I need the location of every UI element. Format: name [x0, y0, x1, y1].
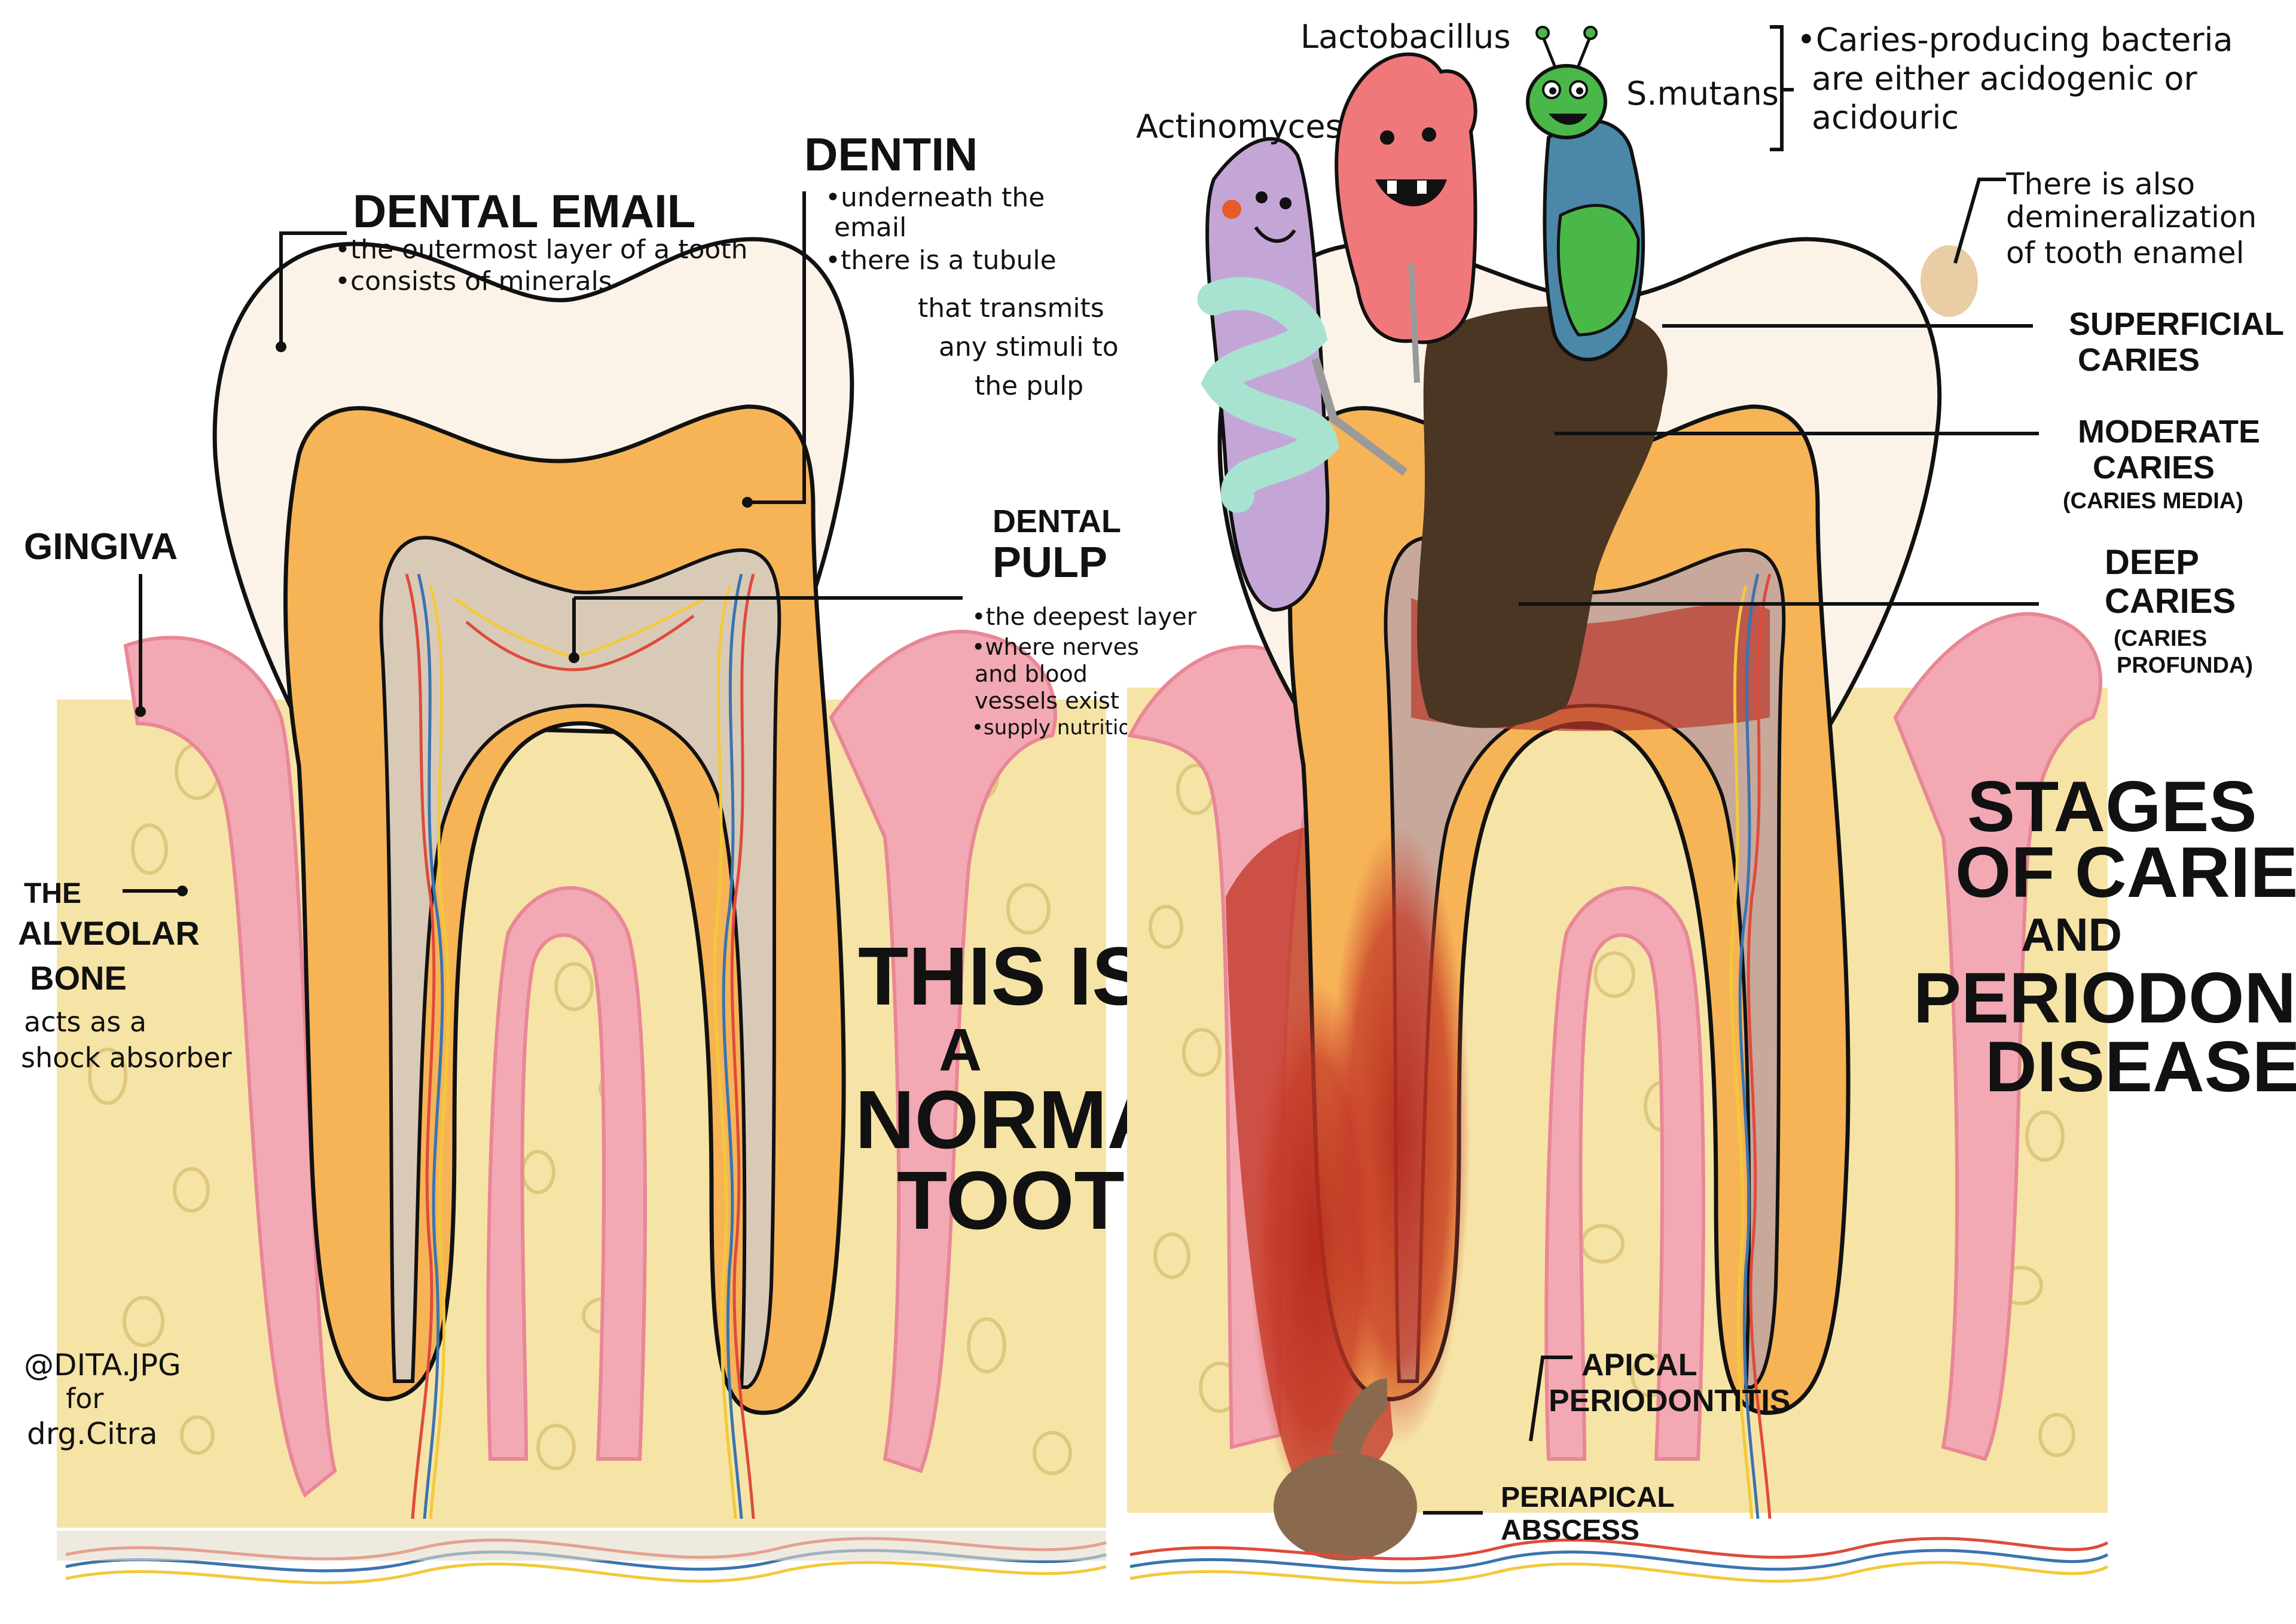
- dental-pulp-title2: PULP: [993, 539, 1107, 587]
- actinomyces-bacterium: [1197, 137, 1408, 612]
- periapical-abscess: [1274, 1453, 1417, 1561]
- demineralization-line3: of tooth enamel: [2006, 236, 2245, 270]
- dental-email-line2: •consists of minerals: [335, 266, 612, 297]
- lactobacillus-label: Lactobacillus: [1300, 18, 1511, 56]
- dentin-line6: the pulp: [975, 371, 1083, 401]
- alveolar-line2: ALVEOLAR: [18, 914, 200, 952]
- deep-caries-line3: (CARIES: [2114, 626, 2207, 651]
- dental-email-line1: •the outermost layer of a tooth: [335, 234, 748, 265]
- deep-caries-line1: DEEP: [2105, 543, 2199, 582]
- right-leader-lines: [1423, 25, 2039, 1515]
- alveolar-line1: THE: [24, 878, 81, 909]
- deep-caries-line2: CARIES: [2105, 582, 2236, 621]
- stages-title-line4: PERIODONTAL: [1913, 958, 2296, 1038]
- dentin-line4: that transmits: [918, 293, 1104, 323]
- normal-title-line2: A: [939, 1016, 982, 1083]
- demineralized-spot: [1921, 245, 1978, 317]
- stages-title-line1: STAGES: [1967, 767, 2257, 847]
- lactobacillus-bacterium: [1335, 52, 1477, 383]
- periapical-abscess-line2: ABSCESS: [1501, 1515, 1639, 1546]
- dental-pulp-title1: DENTAL: [993, 503, 1121, 539]
- dental-email-title: DENTAL EMAIL: [353, 185, 695, 237]
- dentin-line3: •there is a tubule: [825, 245, 1057, 276]
- normal-title-line1: THIS IS: [858, 930, 1147, 1022]
- credit-line2: for: [66, 1382, 103, 1415]
- moderate-caries-line2: CARIES: [2093, 450, 2215, 486]
- dentin-line5: any stimuli to: [939, 332, 1119, 362]
- actinomyces-label: Actinomyces: [1136, 108, 1342, 145]
- superficial-caries-line1: SUPERFICIAL: [2069, 306, 2284, 342]
- moderate-caries-line3: (CARIES MEDIA): [2063, 489, 2243, 514]
- dental-pulp-line3: and blood: [975, 661, 1088, 687]
- dental-pulp-line5: •supply nutrition: [972, 716, 1144, 740]
- caries-cavity: [1417, 306, 1668, 728]
- bacteria-note-line3: acidouric: [1812, 99, 1959, 136]
- stages-title-line5: DISEASE: [1985, 1027, 2296, 1107]
- dentin-line1: •underneath the: [825, 182, 1045, 213]
- gingiva: [123, 636, 337, 1498]
- dental-pulp: [379, 536, 781, 1389]
- dentin-title: DENTIN: [804, 128, 978, 181]
- left-leader-lines: [123, 191, 963, 893]
- credit-line1: @DITA.JPG: [24, 1348, 181, 1382]
- stages-title-line2: OF CARIES: [1955, 832, 2296, 912]
- alveolar-line4: acts as a: [24, 1006, 146, 1038]
- demineralization-line2: demineralization: [2006, 200, 2257, 234]
- carious-tooth-illustration: [1127, 237, 2109, 1585]
- stages-title-line3: AND: [2021, 908, 2122, 961]
- dentin-line2: email: [834, 212, 906, 243]
- gingiva-label: GINGIVA: [24, 526, 178, 567]
- bacteria-note-line2: are either acidogenic or: [1812, 60, 2197, 97]
- alveolar-line3: BONE: [30, 959, 127, 997]
- demineralization-line1: There is also: [2005, 167, 2195, 202]
- moderate-caries-line1: MODERATE: [2078, 414, 2260, 450]
- normal-tooth-illustration: [57, 237, 1107, 1585]
- s-mutans-bacterium: [1526, 26, 1645, 362]
- deep-caries-line4: PROFUNDA): [2117, 653, 2253, 678]
- dental-pulp-line1: •the deepest layer: [972, 603, 1197, 631]
- apical-periodontitis-line2: PERIODONTITIS: [1549, 1384, 1790, 1418]
- superficial-caries-line2: CARIES: [2078, 342, 2200, 378]
- s-mutans-label: S.mutans: [1626, 75, 1779, 112]
- credit-line3: drg.Citra: [27, 1417, 158, 1451]
- dental-pulp-line4: vessels exist: [975, 688, 1119, 714]
- alveolar-line5: shock absorber: [21, 1042, 232, 1074]
- bacteria-note-line1: •Caries-producing bacteria: [1797, 21, 2233, 59]
- periapical-abscess-line1: PERIAPICAL: [1501, 1482, 1675, 1513]
- apical-periodontitis-line1: APICAL: [1581, 1348, 1697, 1382]
- dental-pulp-line2: •where nerves: [972, 634, 1139, 660]
